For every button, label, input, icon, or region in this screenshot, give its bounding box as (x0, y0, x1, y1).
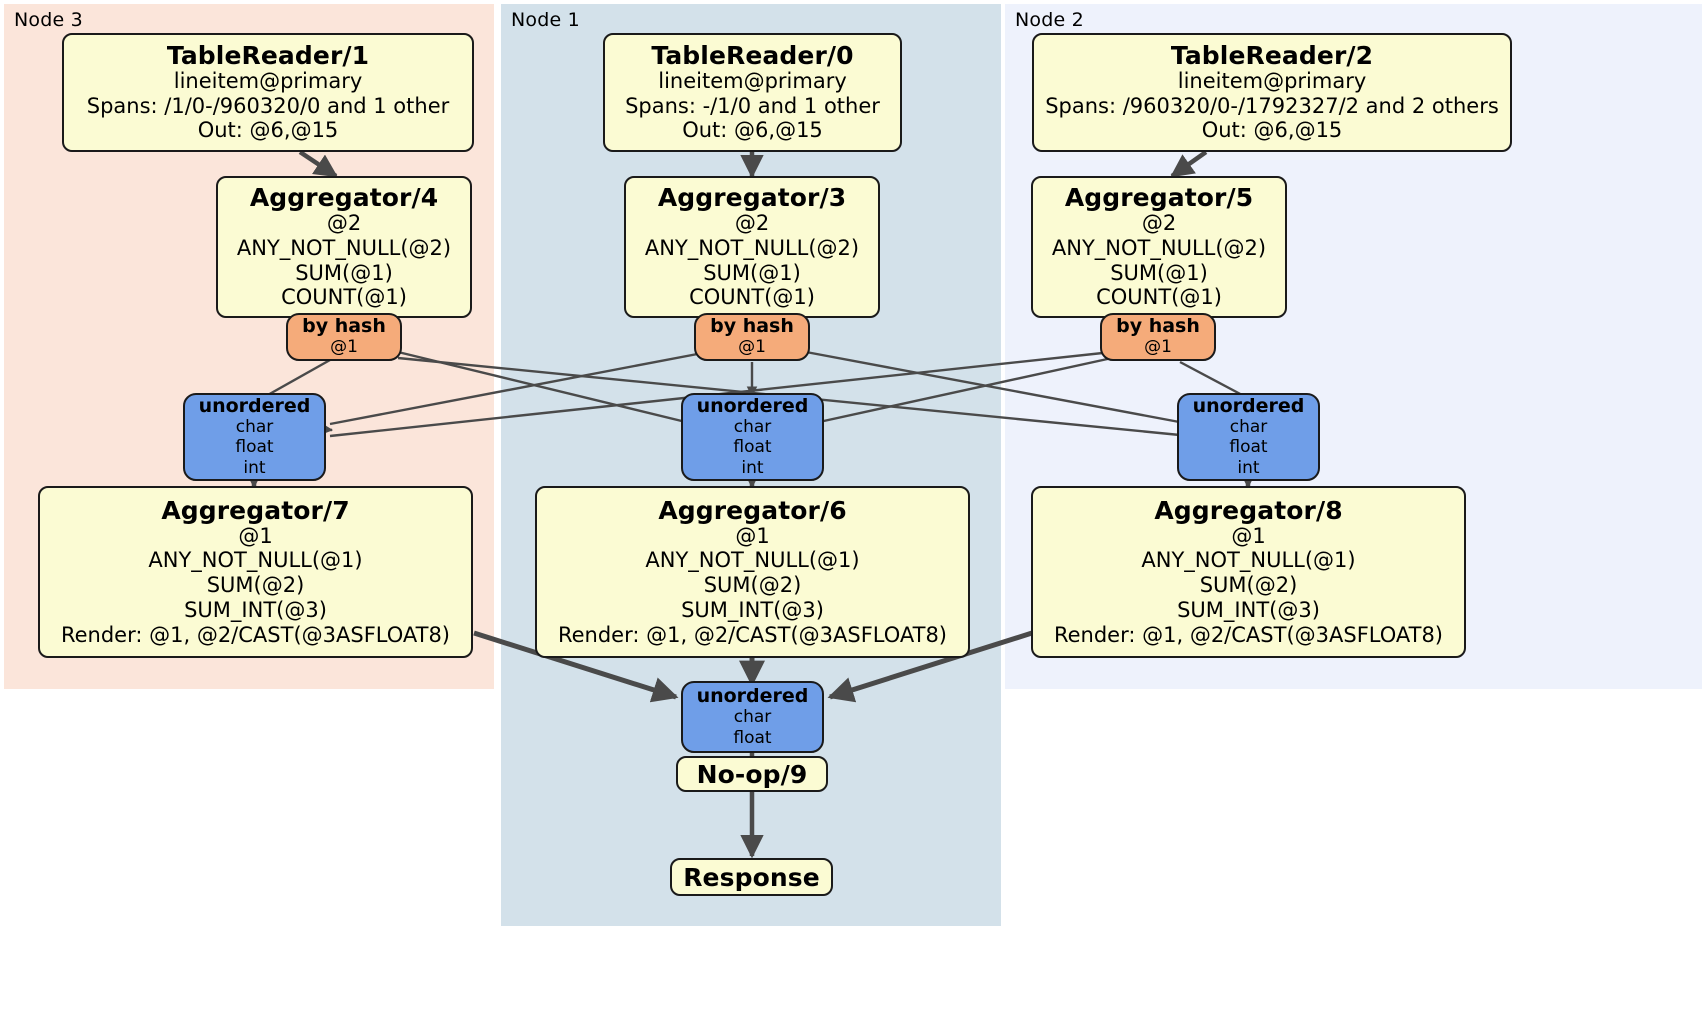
node-panel-label-node1: Node 1 (511, 9, 580, 31)
processor-table-reader-2[interactable]: TableReader/2 lineitem@primary Spans: /9… (1032, 33, 1512, 152)
sync-type-0: char (1229, 417, 1268, 438)
node-detail-spans: Spans: -/1/0 and 1 other (625, 93, 880, 118)
node-detail-groupcol: @1 (735, 523, 770, 548)
node-detail-agg-2: SUM_INT(@3) (1177, 597, 1320, 622)
processor-aggregator-6[interactable]: Aggregator/6 @1 ANY_NOT_NULL(@1) SUM(@2)… (535, 486, 970, 658)
router-by-hash-node1[interactable]: by hash @1 (694, 313, 810, 361)
node-title: TableReader/1 (166, 40, 370, 70)
sync-type-0: char (235, 417, 274, 438)
node-title: Aggregator/8 (1154, 495, 1343, 525)
node-detail-table: lineitem@primary (658, 68, 847, 93)
node-detail-spans: Spans: /960320/0-/1792327/2 and 2 others (1045, 93, 1499, 118)
node-detail-groupcol: @2 (326, 210, 362, 235)
node-detail-agg-0: ANY_NOT_NULL(@1) (148, 548, 363, 573)
processor-aggregator-5[interactable]: Aggregator/5 @2 ANY_NOT_NULL(@2) SUM(@1)… (1031, 176, 1287, 318)
sync-type-0: char (733, 417, 772, 438)
node-detail-agg-0: ANY_NOT_NULL(@1) (1141, 548, 1356, 573)
node-detail-agg-1: SUM(@2) (703, 573, 802, 598)
node-title: Response (683, 862, 820, 892)
sync-type-1: float (1229, 437, 1268, 458)
node-detail-groupcol: @2 (1141, 210, 1177, 235)
sync-type-0: char (733, 707, 772, 728)
node-detail-out: Out: @6,@15 (682, 118, 823, 143)
node-title: Aggregator/3 (657, 182, 847, 212)
processor-noop-9[interactable]: No-op/9 (676, 756, 828, 792)
node-detail-table: lineitem@primary (1177, 68, 1367, 93)
router-title: by hash (1116, 315, 1200, 338)
sync-type-2: int (741, 457, 764, 478)
sync-type-1: float (733, 727, 772, 748)
router-title: by hash (302, 315, 386, 338)
node-detail-agg-1: SUM(@1) (295, 260, 393, 285)
node-detail-render: Render: @1, @2/CAST(@3ASFLOAT8) (60, 622, 451, 647)
sync-title: unordered (1192, 394, 1305, 417)
node-detail-groupcol: @1 (1231, 523, 1266, 548)
processor-aggregator-8[interactable]: Aggregator/8 @1 ANY_NOT_NULL(@1) SUM(@2)… (1031, 486, 1466, 658)
sync-type-2: int (243, 457, 266, 478)
node-title: Aggregator/6 (658, 495, 847, 525)
node-title: Aggregator/4 (249, 182, 439, 212)
sync-title: unordered (696, 394, 809, 417)
sync-title: unordered (198, 394, 311, 417)
synchronizer-unordered-node1[interactable]: unordered char float int (681, 393, 824, 481)
node-panel-label-node2: Node 2 (1015, 9, 1084, 31)
node-detail-table: lineitem@primary (173, 68, 363, 93)
node-title: Aggregator/5 (1064, 182, 1254, 212)
node-detail-out: Out: @6,@15 (1201, 118, 1343, 143)
synchronizer-unordered-node2[interactable]: unordered char float int (1177, 393, 1320, 481)
node-detail-spans: Spans: /1/0-/960320/0 and 1 other (86, 93, 450, 118)
processor-aggregator-7[interactable]: Aggregator/7 @1 ANY_NOT_NULL(@1) SUM(@2)… (38, 486, 473, 658)
node-detail-agg-1: SUM(@1) (703, 260, 801, 285)
synchronizer-unordered-final[interactable]: unordered char float (681, 681, 824, 753)
node-detail-out: Out: @6,@15 (197, 118, 339, 143)
node-title: No-op/9 (696, 759, 808, 789)
router-detail-col: @1 (738, 337, 766, 358)
synchronizer-unordered-node3[interactable]: unordered char float int (183, 393, 326, 481)
node-detail-agg-0: ANY_NOT_NULL(@2) (236, 235, 452, 260)
processor-aggregator-4[interactable]: Aggregator/4 @2 ANY_NOT_NULL(@2) SUM(@1)… (216, 176, 472, 318)
node-title: TableReader/2 (1170, 40, 1374, 70)
sync-type-1: float (235, 437, 274, 458)
node-title: Aggregator/7 (161, 495, 350, 525)
sync-type-1: float (733, 437, 772, 458)
processor-aggregator-3[interactable]: Aggregator/3 @2 ANY_NOT_NULL(@2) SUM(@1)… (624, 176, 880, 318)
node-detail-agg-2: COUNT(@1) (281, 285, 407, 310)
router-detail-col: @1 (330, 337, 358, 358)
router-by-hash-node2[interactable]: by hash @1 (1100, 313, 1216, 361)
node-detail-groupcol: @2 (734, 210, 770, 235)
processor-table-reader-0[interactable]: TableReader/0 lineitem@primary Spans: -/… (603, 33, 902, 152)
node-detail-agg-2: COUNT(@1) (689, 285, 815, 310)
router-title: by hash (710, 315, 794, 338)
node-panel-label-node3: Node 3 (14, 9, 83, 31)
processor-table-reader-1[interactable]: TableReader/1 lineitem@primary Spans: /1… (62, 33, 474, 152)
node-detail-agg-0: ANY_NOT_NULL(@2) (1051, 235, 1267, 260)
sync-type-2: int (1237, 457, 1260, 478)
node-detail-agg-2: SUM_INT(@3) (681, 597, 824, 622)
node-detail-render: Render: @1, @2/CAST(@3ASFLOAT8) (557, 622, 948, 647)
node-detail-groupcol: @1 (238, 523, 273, 548)
node-detail-agg-1: SUM(@2) (1199, 573, 1298, 598)
node-detail-agg-0: ANY_NOT_NULL(@2) (644, 235, 860, 260)
node-detail-render: Render: @1, @2/CAST(@3ASFLOAT8) (1053, 622, 1444, 647)
router-detail-col: @1 (1144, 337, 1172, 358)
node-title: TableReader/0 (651, 40, 854, 70)
node-detail-agg-1: SUM(@2) (206, 573, 305, 598)
node-detail-agg-2: SUM_INT(@3) (184, 597, 327, 622)
node-detail-agg-0: ANY_NOT_NULL(@1) (645, 548, 860, 573)
node-detail-agg-1: SUM(@1) (1110, 260, 1208, 285)
processor-response[interactable]: Response (670, 858, 833, 896)
sync-title: unordered (696, 684, 809, 707)
router-by-hash-node3[interactable]: by hash @1 (286, 313, 402, 361)
node-detail-agg-2: COUNT(@1) (1096, 285, 1222, 310)
